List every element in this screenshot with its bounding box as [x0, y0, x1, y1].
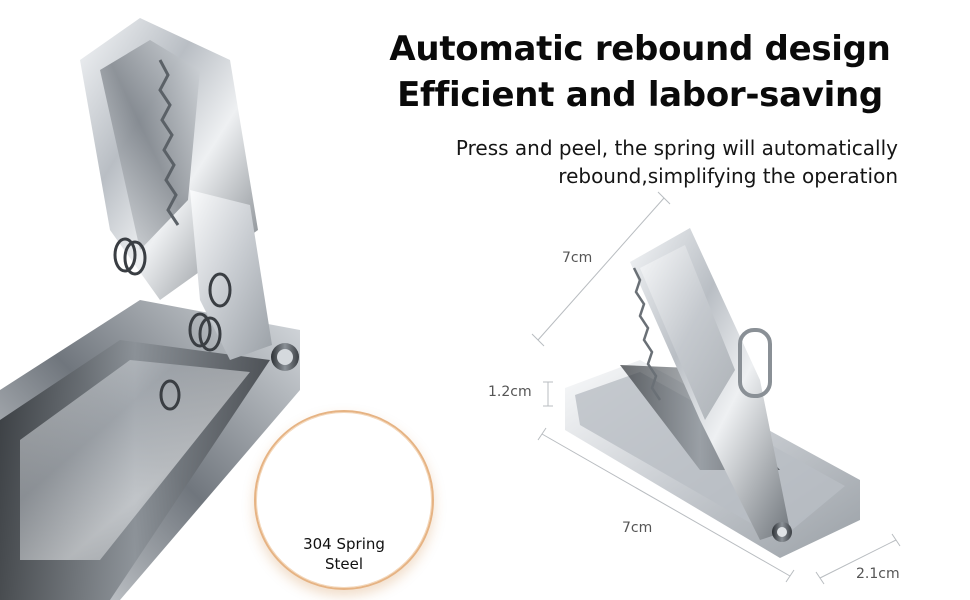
subheadline-line-1: Press and peel, the spring will automati… [455, 136, 898, 160]
dimension-width: 2.1cm [856, 566, 900, 582]
subheadline-line-2: rebound,simplifying the operation [558, 164, 898, 188]
badge-line-1: 304 Spring [303, 535, 385, 553]
badge-label: 304 Spring Steel [256, 534, 432, 574]
dimension-lines [531, 191, 901, 585]
headline: Automatic rebound design Efficient and l… [340, 26, 940, 118]
closeup-peeler [0, 18, 300, 600]
dimension-top-length: 7cm [562, 250, 593, 266]
dimension-height: 1.2cm [488, 384, 532, 400]
material-badge: 304 Spring Steel [254, 410, 434, 590]
dimension-bottom-length: 7cm [622, 520, 653, 536]
badge-line-2: Steel [324, 555, 364, 573]
headline-line-1: Automatic rebound design [389, 29, 891, 69]
dimension-peeler [565, 228, 860, 558]
subheadline: Press and peel, the spring will automati… [358, 134, 898, 190]
headline-line-2: Efficient and labor-saving [397, 75, 883, 115]
